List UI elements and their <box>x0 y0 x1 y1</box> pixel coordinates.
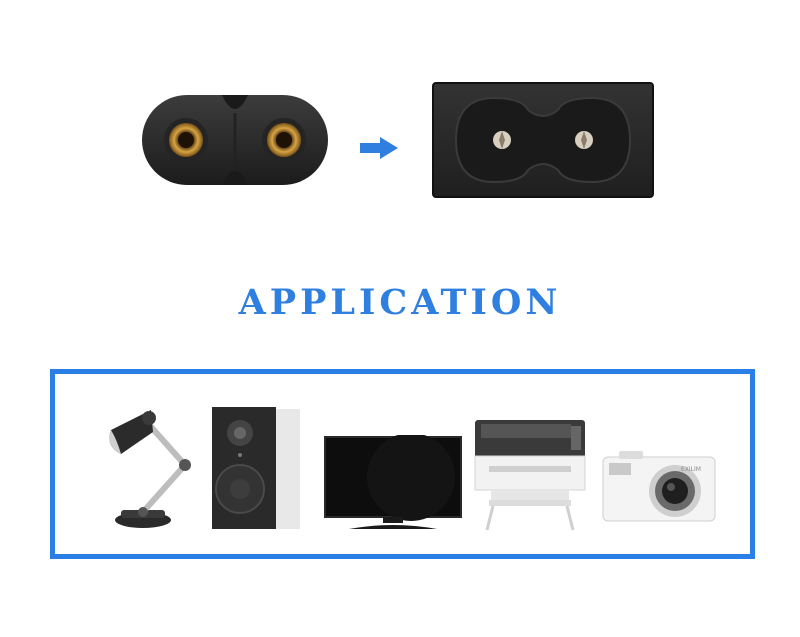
page-title: APPLICATION <box>238 282 562 323</box>
printer-icon <box>474 420 586 531</box>
camera-icon: EXILIM <box>602 451 716 522</box>
desk-lamp-icon <box>109 410 191 528</box>
application-panel: EXILIM <box>50 369 755 559</box>
figure-8-socket-icon <box>432 82 654 198</box>
tv-monitor-icon <box>324 435 462 529</box>
speaker-icon <box>212 407 300 529</box>
camera-brand-label: EXILIM <box>681 466 701 473</box>
arrow-right-icon <box>360 137 398 159</box>
figure-8-plug-icon <box>142 95 328 185</box>
